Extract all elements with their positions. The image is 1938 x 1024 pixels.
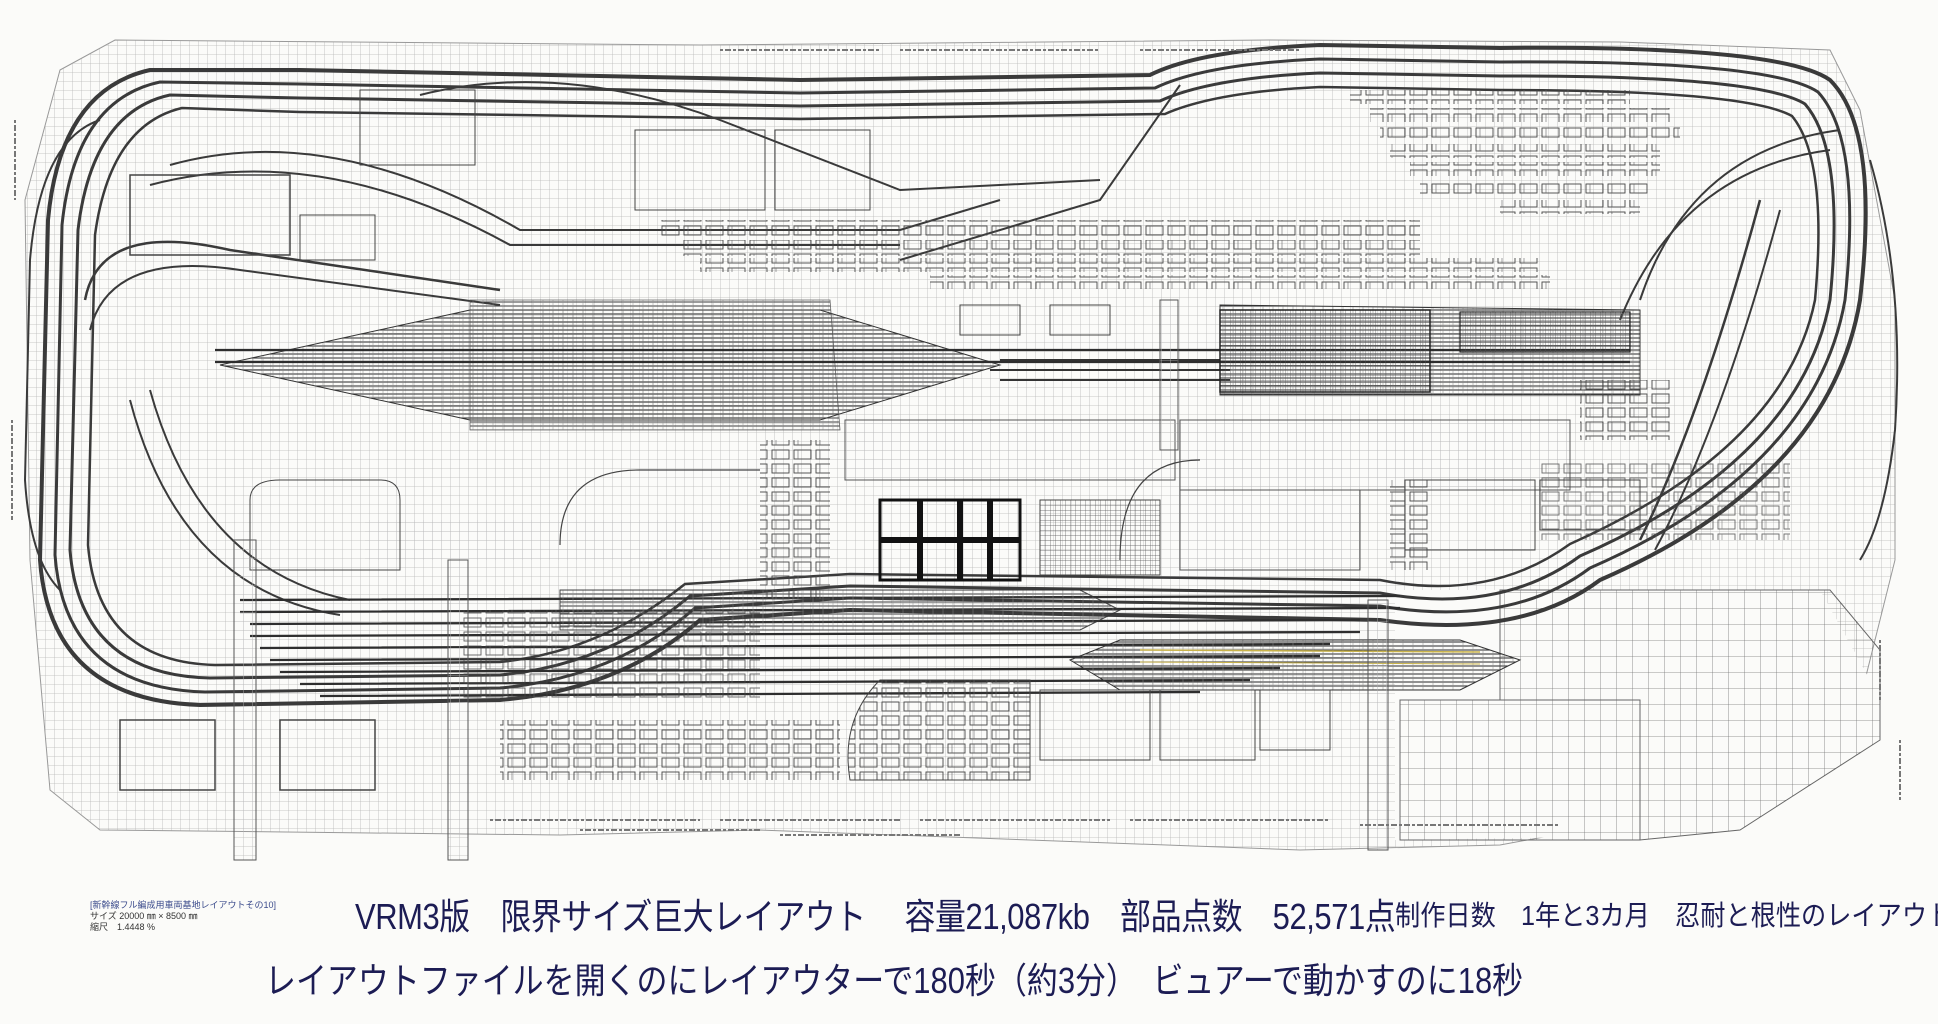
legend-title: [新幹線フル編成用車両基地レイアウトその10] bbox=[90, 900, 277, 910]
car-sheds bbox=[844, 309, 1631, 582]
label-strips bbox=[11, 49, 1901, 836]
legend-scale: 縮尺 1.4448 % bbox=[90, 922, 156, 932]
buildings bbox=[119, 89, 1641, 791]
bridges bbox=[233, 299, 1389, 861]
load-time-caption: レイアウトファイルを開くのにレイアウターで180秒（約3分） ビュアーで動かすの… bbox=[265, 960, 1524, 1001]
layout-legend: [新幹線フル編成用車両基地レイアウトその10] サイズ 20000 ㎜ × 85… bbox=[90, 900, 276, 933]
legend-size: サイズ 20000 ㎜ × 8500 ㎜ bbox=[90, 911, 198, 921]
headline-caption: VRM3版 限界サイズ巨大レイアウト 容量21,087kb 部品点数 52,57… bbox=[355, 896, 1396, 937]
train-storage-rows bbox=[460, 90, 1790, 780]
production-note: 制作日数 1年と3カ月 忍耐と根性のレイアウトだ。 bbox=[1395, 900, 1938, 931]
